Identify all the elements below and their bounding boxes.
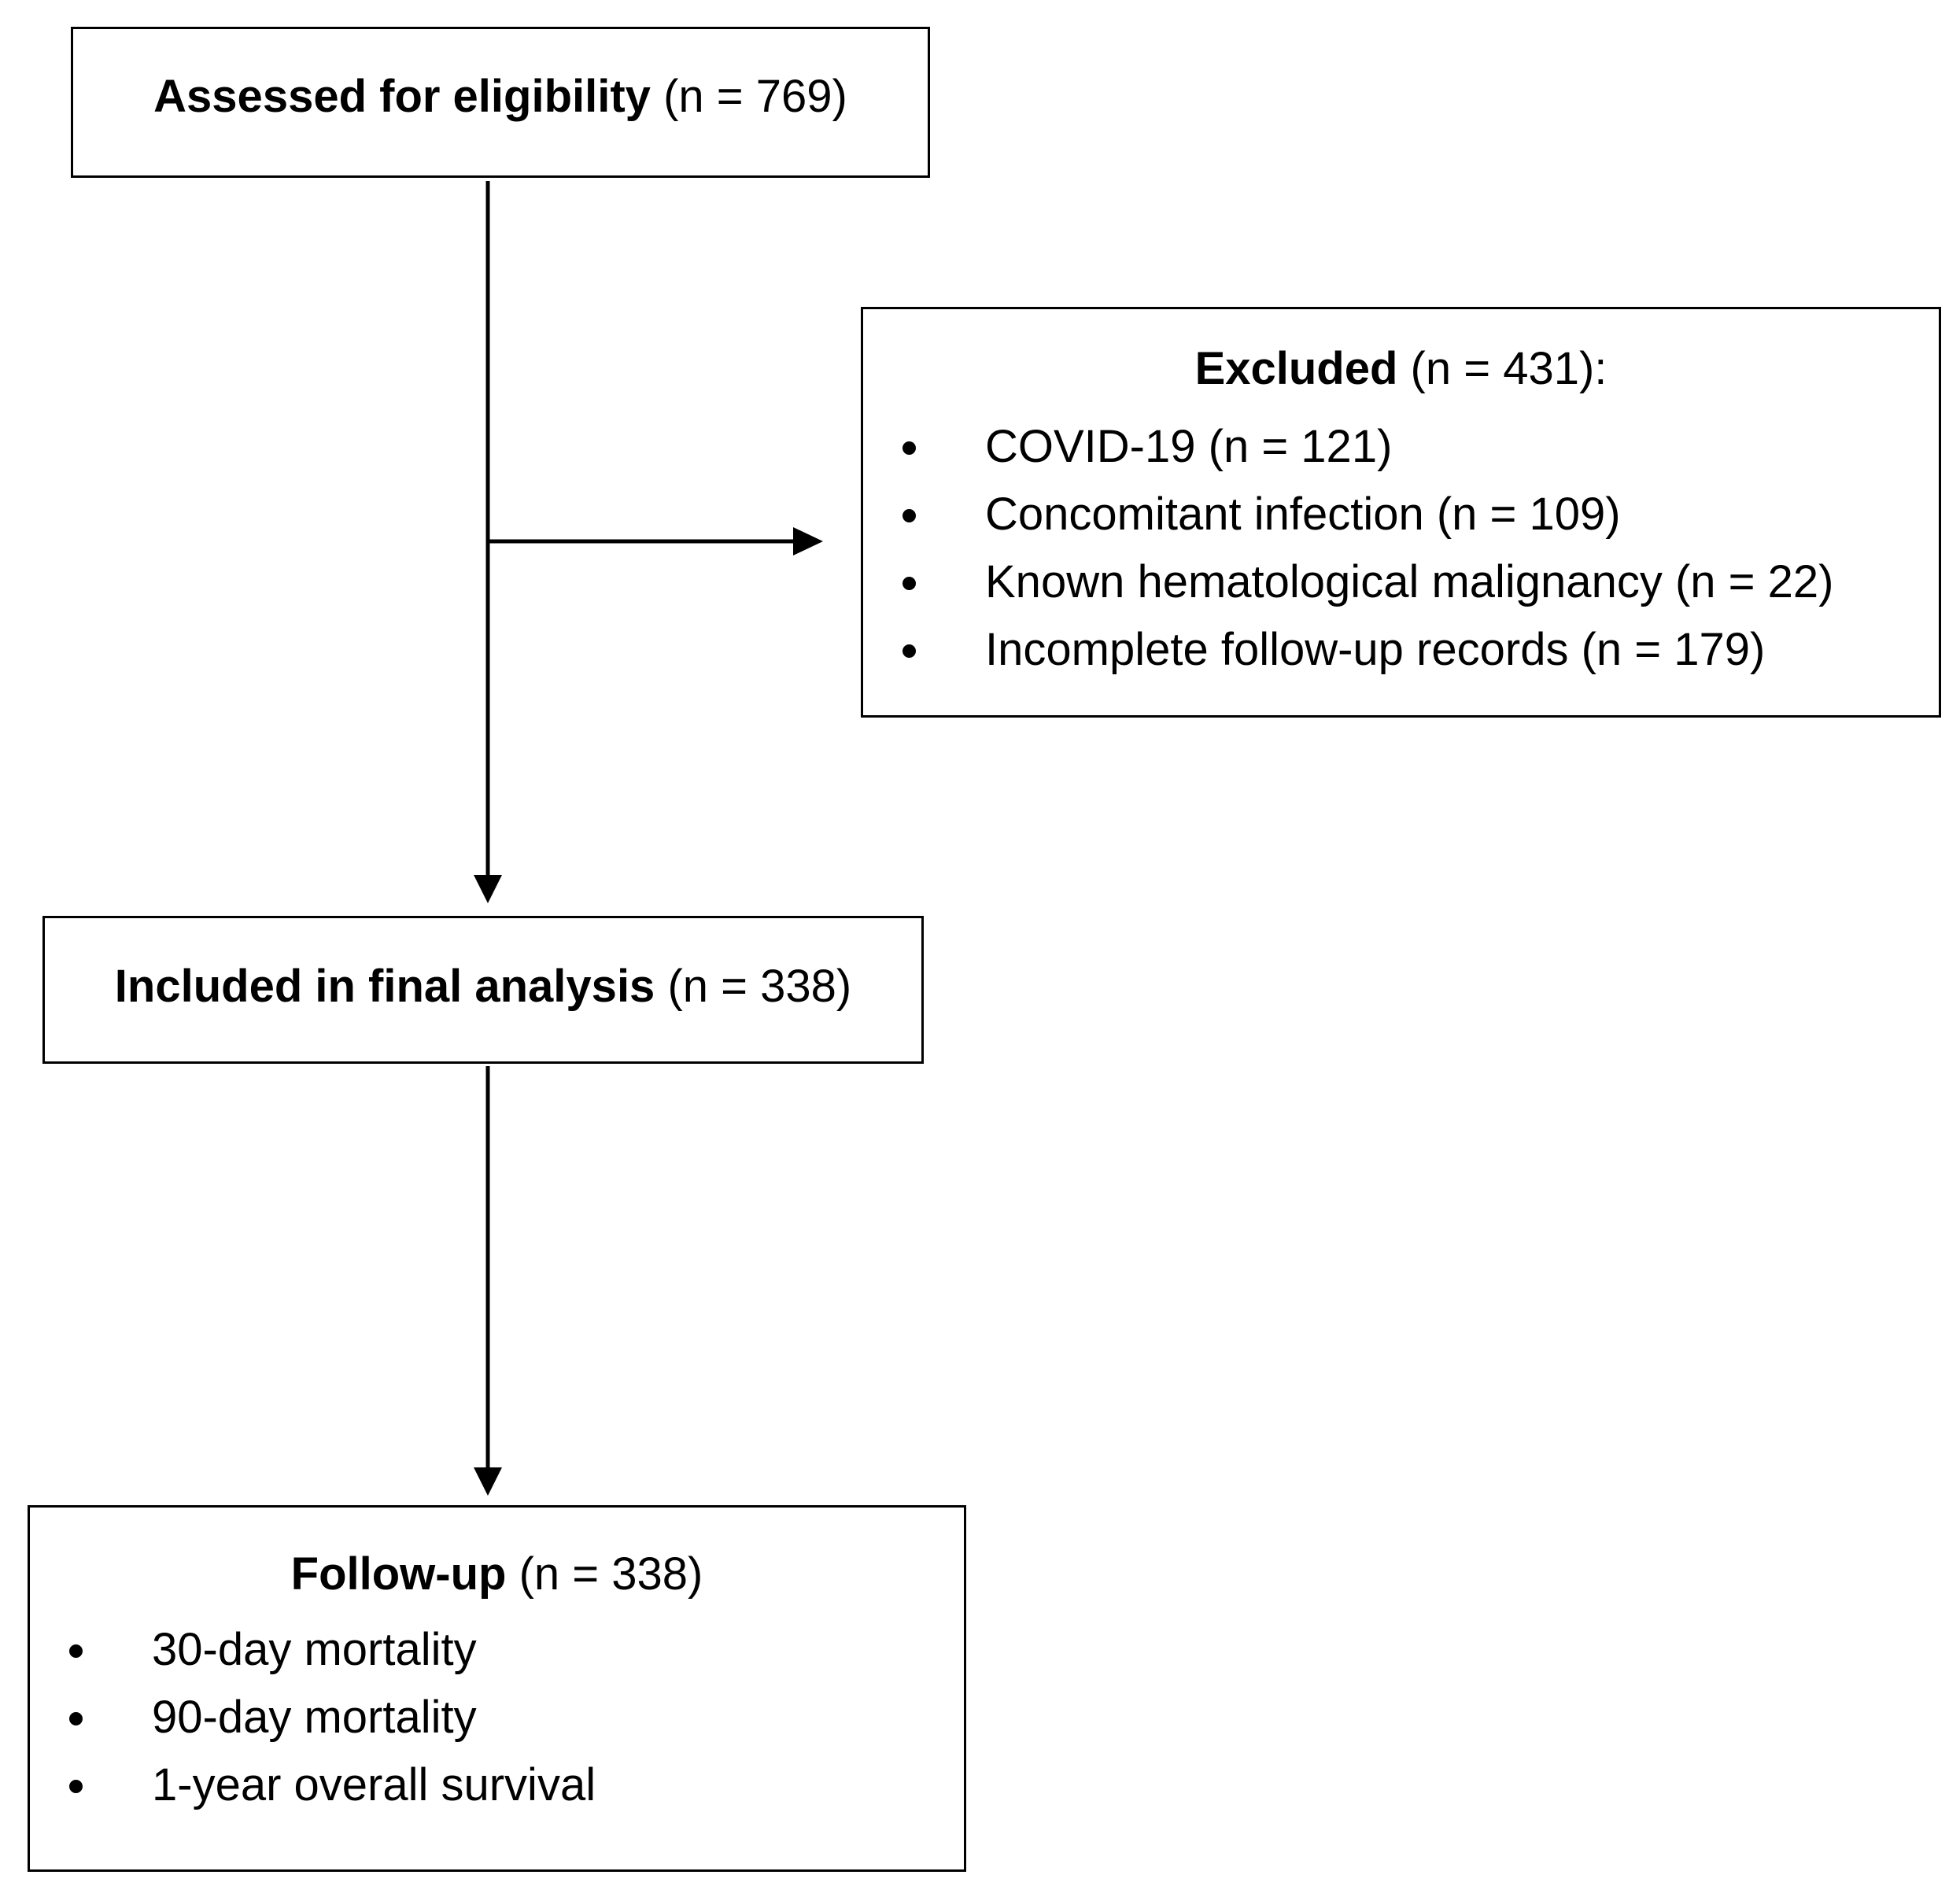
bullet-icon [69, 1644, 83, 1658]
list-item: Incomplete follow-up records (n = 179) [863, 616, 1939, 684]
included-count: (n = 338) [667, 961, 852, 1012]
excluded-box: Excluded (n = 431): COVID-19 (n = 121) C… [861, 307, 1941, 718]
followup-list: 30-day mortality 90-day mortality 1-year… [30, 1616, 964, 1819]
list-item: 30-day mortality [30, 1616, 964, 1684]
followup-heading: Follow-up (n = 338) [30, 1547, 964, 1602]
excluded-count: (n = 431): [1410, 343, 1607, 394]
bullet-icon [902, 441, 916, 455]
followup-label: Follow-up [290, 1548, 507, 1600]
bullet-icon [902, 577, 916, 590]
list-item: COVID-19 (n = 121) [863, 413, 1939, 481]
excluded-item-text: Incomplete follow-up records (n = 179) [985, 624, 1766, 675]
arrowhead-excluded [793, 527, 823, 555]
excluded-heading: Excluded (n = 431): [863, 341, 1939, 397]
assessed-heading: Assessed for eligibility (n = 769) [73, 69, 928, 124]
arrowhead-included [474, 875, 502, 903]
followup-item-text: 1-year overall survival [152, 1759, 596, 1810]
followup-item-text: 90-day mortality [152, 1692, 477, 1743]
excluded-item-text: Concomitant infection (n = 109) [985, 489, 1621, 540]
followup-box: Follow-up (n = 338) 30-day mortality 90-… [28, 1505, 966, 1872]
followup-count: (n = 338) [519, 1548, 703, 1600]
assessed-count: (n = 769) [663, 71, 847, 122]
included-heading: Included in final analysis (n = 338) [45, 959, 921, 1014]
bullet-icon [902, 644, 916, 658]
excluded-item-text: Known hematological malignancy (n = 22) [985, 556, 1834, 607]
list-item: Concomitant infection (n = 109) [863, 481, 1939, 548]
bullet-icon [69, 1780, 83, 1793]
assessed-label: Assessed for eligibility [153, 71, 651, 122]
included-label: Included in final analysis [114, 961, 655, 1012]
excluded-item-text: COVID-19 (n = 121) [985, 421, 1393, 472]
followup-item-text: 30-day mortality [152, 1624, 477, 1675]
included-box: Included in final analysis (n = 338) [42, 916, 924, 1064]
list-item: 1-year overall survival [30, 1751, 964, 1819]
list-item: 90-day mortality [30, 1684, 964, 1751]
list-item: Known hematological malignancy (n = 22) [863, 548, 1939, 616]
excluded-label: Excluded [1194, 343, 1398, 394]
assessed-box: Assessed for eligibility (n = 769) [71, 27, 930, 178]
excluded-list: COVID-19 (n = 121) Concomitant infection… [863, 413, 1939, 684]
bullet-icon [69, 1712, 83, 1725]
bullet-icon [902, 509, 916, 522]
arrowhead-followup [474, 1467, 502, 1496]
